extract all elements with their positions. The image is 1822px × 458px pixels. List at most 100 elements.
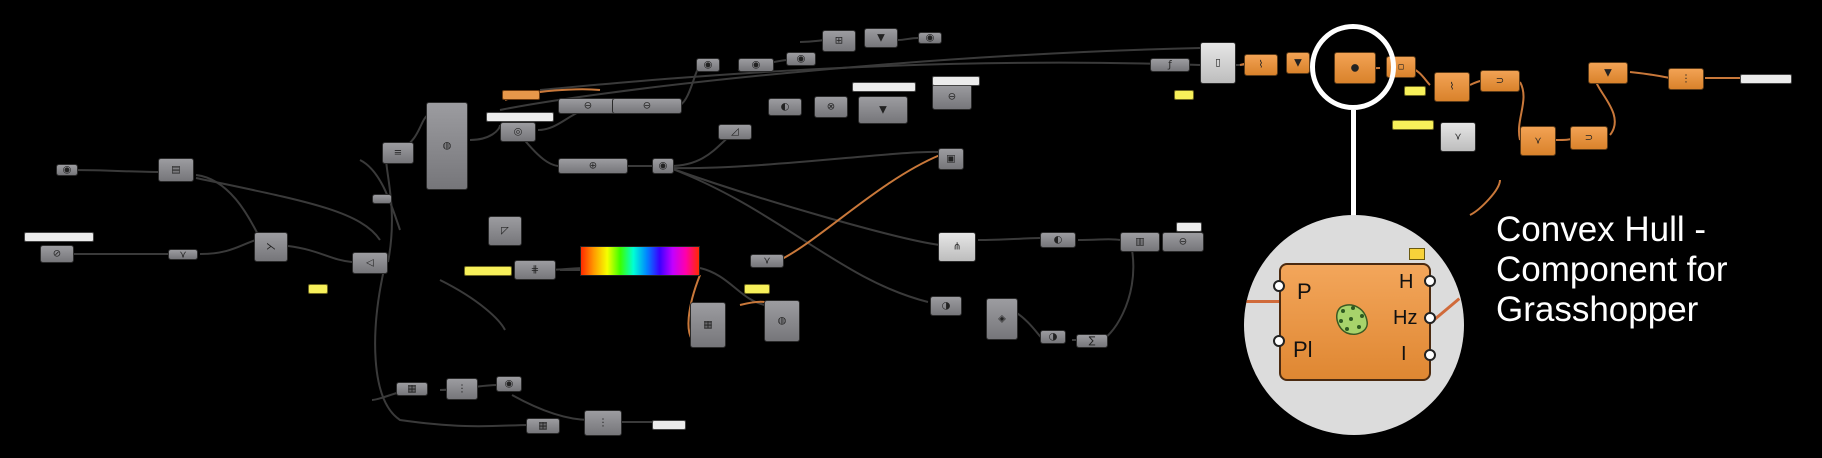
wire xyxy=(1244,300,1284,303)
grasshopper-component[interactable]: ⋎ xyxy=(168,249,198,260)
wire xyxy=(439,279,506,331)
panel-label[interactable] xyxy=(652,420,686,430)
component-icon: ◉ xyxy=(796,53,806,65)
grasshopper-component[interactable]: ◉ xyxy=(696,58,720,72)
grasshopper-component[interactable]: ⊖ xyxy=(558,98,618,114)
wire xyxy=(1469,179,1501,216)
grasshopper-component[interactable]: ◑ xyxy=(930,296,962,316)
grasshopper-component[interactable]: ƒ xyxy=(1150,58,1190,72)
grasshopper-component[interactable]: ◎ xyxy=(500,122,536,142)
component-icon: ⋮ xyxy=(598,417,608,429)
component-icon: ▣ xyxy=(946,153,956,165)
grasshopper-component[interactable]: ◉ xyxy=(652,158,674,174)
grasshopper-component[interactable]: ◐ xyxy=(1040,232,1076,248)
grasshopper-component[interactable]: ◈ xyxy=(986,298,1018,340)
component-icon: ◍ xyxy=(442,140,452,152)
panel-label[interactable] xyxy=(464,266,512,276)
grasshopper-component[interactable]: ⋮ xyxy=(1668,68,1704,90)
panel-label[interactable] xyxy=(852,82,916,92)
grasshopper-component[interactable]: ◑ xyxy=(1040,330,1066,344)
grasshopper-component[interactable]: ◉ xyxy=(496,376,522,392)
grasshopper-component[interactable]: ⊞ xyxy=(822,30,856,52)
wire xyxy=(779,154,941,261)
wire xyxy=(1629,71,1671,79)
grasshopper-component[interactable]: ◍ xyxy=(764,300,800,342)
grasshopper-component[interactable]: ⌇ xyxy=(1434,72,1470,102)
grasshopper-component[interactable]: ⋎ xyxy=(1440,122,1476,152)
wire xyxy=(359,159,401,231)
component-icon: ◉ xyxy=(62,164,72,176)
input-label: P xyxy=(1297,279,1312,304)
grasshopper-component[interactable]: ◸ xyxy=(488,216,522,246)
grasshopper-component[interactable]: ⋎ xyxy=(750,254,784,268)
panel-label[interactable] xyxy=(308,284,328,294)
grasshopper-component[interactable]: ▼ xyxy=(1286,52,1310,74)
grasshopper-component[interactable]: ◁ xyxy=(352,252,388,274)
grasshopper-component[interactable] xyxy=(372,194,392,204)
component-icon: ◎ xyxy=(513,126,523,138)
component-icon: ⊃ xyxy=(1495,75,1505,87)
input-port[interactable] xyxy=(1273,335,1285,347)
panel-label[interactable] xyxy=(1404,86,1426,96)
grasshopper-component[interactable]: ◐ xyxy=(768,98,802,116)
panel-label[interactable] xyxy=(1174,90,1194,100)
grasshopper-component[interactable]: ⌇ xyxy=(1244,54,1278,76)
component-icon: ▤ xyxy=(171,164,181,176)
grasshopper-component[interactable]: ⋮ xyxy=(446,378,478,400)
grasshopper-component[interactable]: ⋕ xyxy=(514,260,556,280)
panel-label[interactable] xyxy=(1740,74,1792,84)
grasshopper-component[interactable]: ◉ xyxy=(738,58,774,72)
grasshopper-component[interactable]: ◉ xyxy=(918,32,942,44)
wire xyxy=(287,245,353,263)
output-port[interactable] xyxy=(1424,349,1436,361)
grasshopper-component[interactable]: ▦ xyxy=(396,382,428,396)
grasshopper-component[interactable]: ⊕ xyxy=(558,158,628,174)
panel-label[interactable] xyxy=(24,232,94,242)
grasshopper-component[interactable]: ⋎ xyxy=(1520,126,1556,156)
component-icon: ▼ xyxy=(1294,57,1302,69)
grasshopper-component[interactable]: ⊃ xyxy=(1570,126,1608,150)
grasshopper-component[interactable]: ◉ xyxy=(786,52,816,66)
grasshopper-component[interactable]: ▤ xyxy=(158,158,194,182)
panel-label[interactable] xyxy=(932,76,980,86)
grasshopper-component[interactable]: ◍ xyxy=(426,102,468,190)
output-port[interactable] xyxy=(1424,312,1436,324)
component-icon: ▼ xyxy=(877,32,885,44)
grasshopper-component[interactable]: ▯ xyxy=(1200,42,1236,84)
gradient-component[interactable] xyxy=(580,246,700,276)
grasshopper-component[interactable]: ◿ xyxy=(718,124,752,140)
grasshopper-component[interactable]: ▥ xyxy=(1120,232,1160,252)
convex-hull-component[interactable]: P Pl H Hz I xyxy=(1279,263,1431,381)
grasshopper-component[interactable]: ⊗ xyxy=(814,96,848,118)
grasshopper-component[interactable]: ◉ xyxy=(56,164,78,176)
wire xyxy=(511,394,591,421)
grasshopper-component[interactable]: ⊘ xyxy=(40,245,74,263)
grasshopper-component[interactable]: ⊖ xyxy=(612,98,682,114)
grasshopper-component[interactable]: ▣ xyxy=(938,148,964,170)
output-port[interactable] xyxy=(1424,275,1436,287)
wire xyxy=(669,150,941,170)
panel-label[interactable] xyxy=(1176,222,1202,232)
grasshopper-component[interactable]: ⊃ xyxy=(1480,70,1520,92)
grasshopper-component[interactable]: ⊖ xyxy=(932,84,972,110)
panel-label[interactable] xyxy=(502,90,540,100)
panel-label[interactable] xyxy=(486,112,554,122)
grasshopper-component[interactable]: ▼ xyxy=(858,96,908,124)
component-flag-icon xyxy=(1409,248,1425,260)
component-icon: ⊕ xyxy=(588,160,598,172)
component-icon: ⊖ xyxy=(583,100,593,112)
grasshopper-component[interactable]: ⋔ xyxy=(938,232,976,262)
grasshopper-component[interactable]: ⋋ xyxy=(254,232,288,262)
grasshopper-component[interactable]: ▼ xyxy=(1588,62,1628,84)
input-port[interactable] xyxy=(1273,280,1285,292)
grasshopper-component[interactable]: ∑ xyxy=(1076,334,1108,348)
grasshopper-component[interactable]: ⊖ xyxy=(1162,232,1204,252)
panel-label[interactable] xyxy=(744,284,770,294)
grasshopper-component[interactable]: ⋮ xyxy=(584,410,622,436)
grasshopper-component[interactable]: ≡ xyxy=(382,142,414,164)
grasshopper-component[interactable]: ▦ xyxy=(690,302,726,348)
panel-label[interactable] xyxy=(1392,120,1434,130)
grasshopper-component[interactable]: ▦ xyxy=(526,418,560,434)
grasshopper-component[interactable]: ▼ xyxy=(864,28,898,48)
